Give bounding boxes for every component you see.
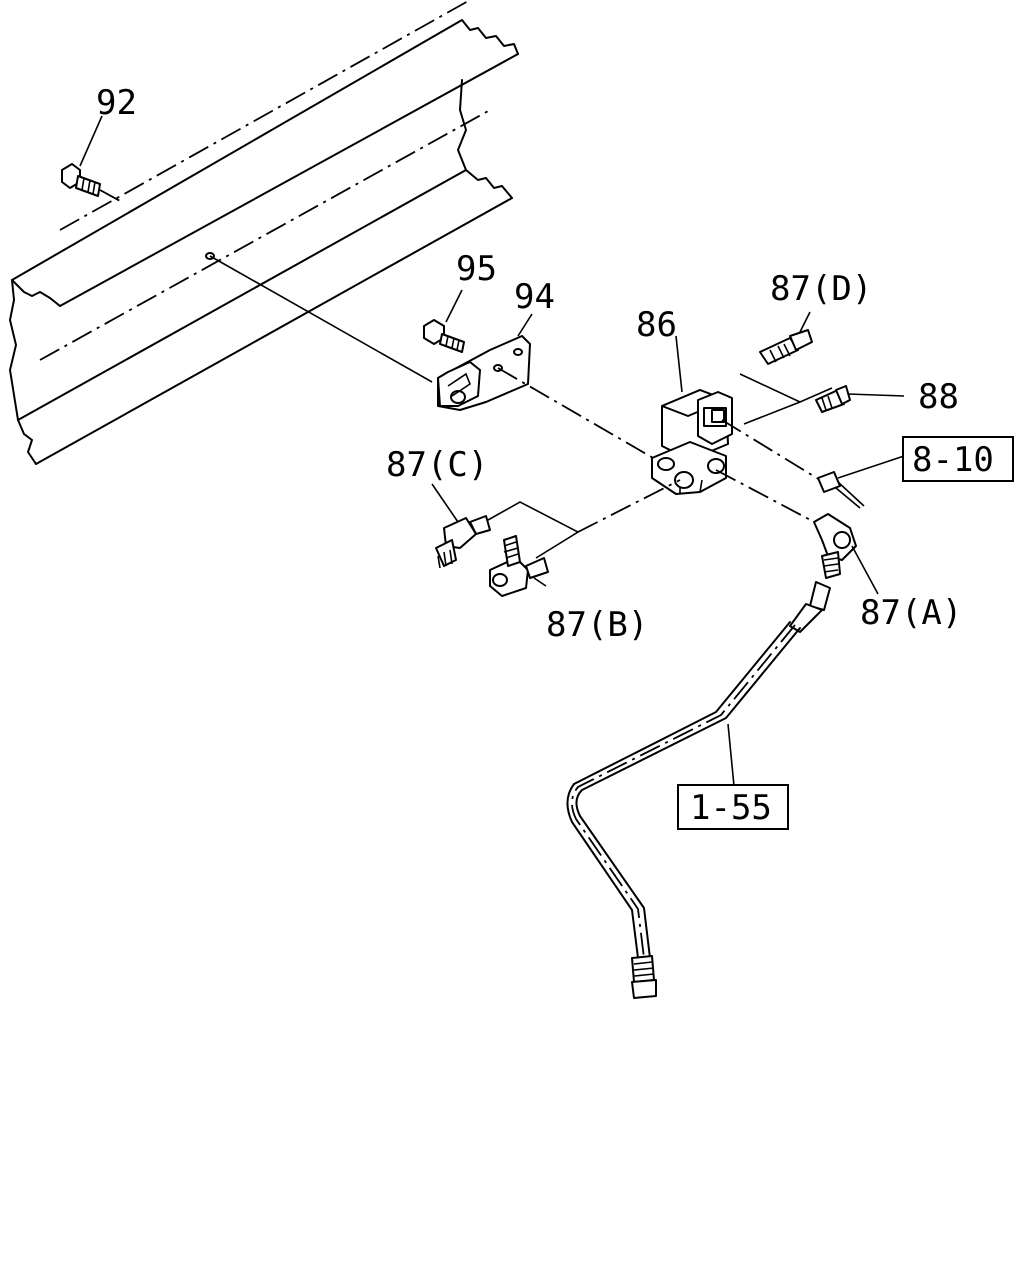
bolt-95 — [423, 289, 465, 353]
assembly-line-connector — [721, 419, 821, 481]
leader-87c-87b — [487, 501, 580, 559]
frame-rail — [9, 0, 519, 465]
label-part-87d: 87(D) — [770, 269, 872, 309]
reference-box-8-10 — [902, 436, 1014, 482]
label-part-94: 94 — [514, 277, 555, 317]
label-part-86: 86 — [636, 305, 677, 345]
fitting-87b — [489, 535, 549, 597]
fitting-87d — [759, 311, 813, 365]
assembly-line-87b — [577, 479, 681, 533]
label-part-88: 88 — [918, 377, 959, 417]
label-part-87a: 87(A) — [860, 593, 962, 633]
bolt-92 — [61, 115, 123, 203]
pipe-1-55 — [566, 581, 831, 999]
reference-box-1-55 — [677, 784, 789, 830]
label-part-87c: 87(C) — [386, 445, 488, 485]
label-ref-1-55: 1-55 — [690, 788, 772, 828]
fitting-87c — [431, 483, 491, 569]
fitting-87a — [813, 513, 879, 595]
label-part-87b: 87(B) — [546, 605, 648, 645]
leader-valve-88 — [743, 401, 801, 425]
label-ref-8-10: 8-10 — [912, 440, 994, 480]
plug-88 — [815, 385, 905, 413]
label-part-95: 95 — [456, 249, 497, 289]
bracket-94 — [209, 255, 533, 411]
assembly-line-bracket — [497, 367, 661, 463]
leader-87d-88 — [739, 373, 833, 403]
connector-8-10 — [817, 455, 905, 509]
assembly-line-87a — [715, 469, 819, 525]
label-part-92: 92 — [96, 83, 137, 123]
valve-86 — [651, 335, 733, 495]
